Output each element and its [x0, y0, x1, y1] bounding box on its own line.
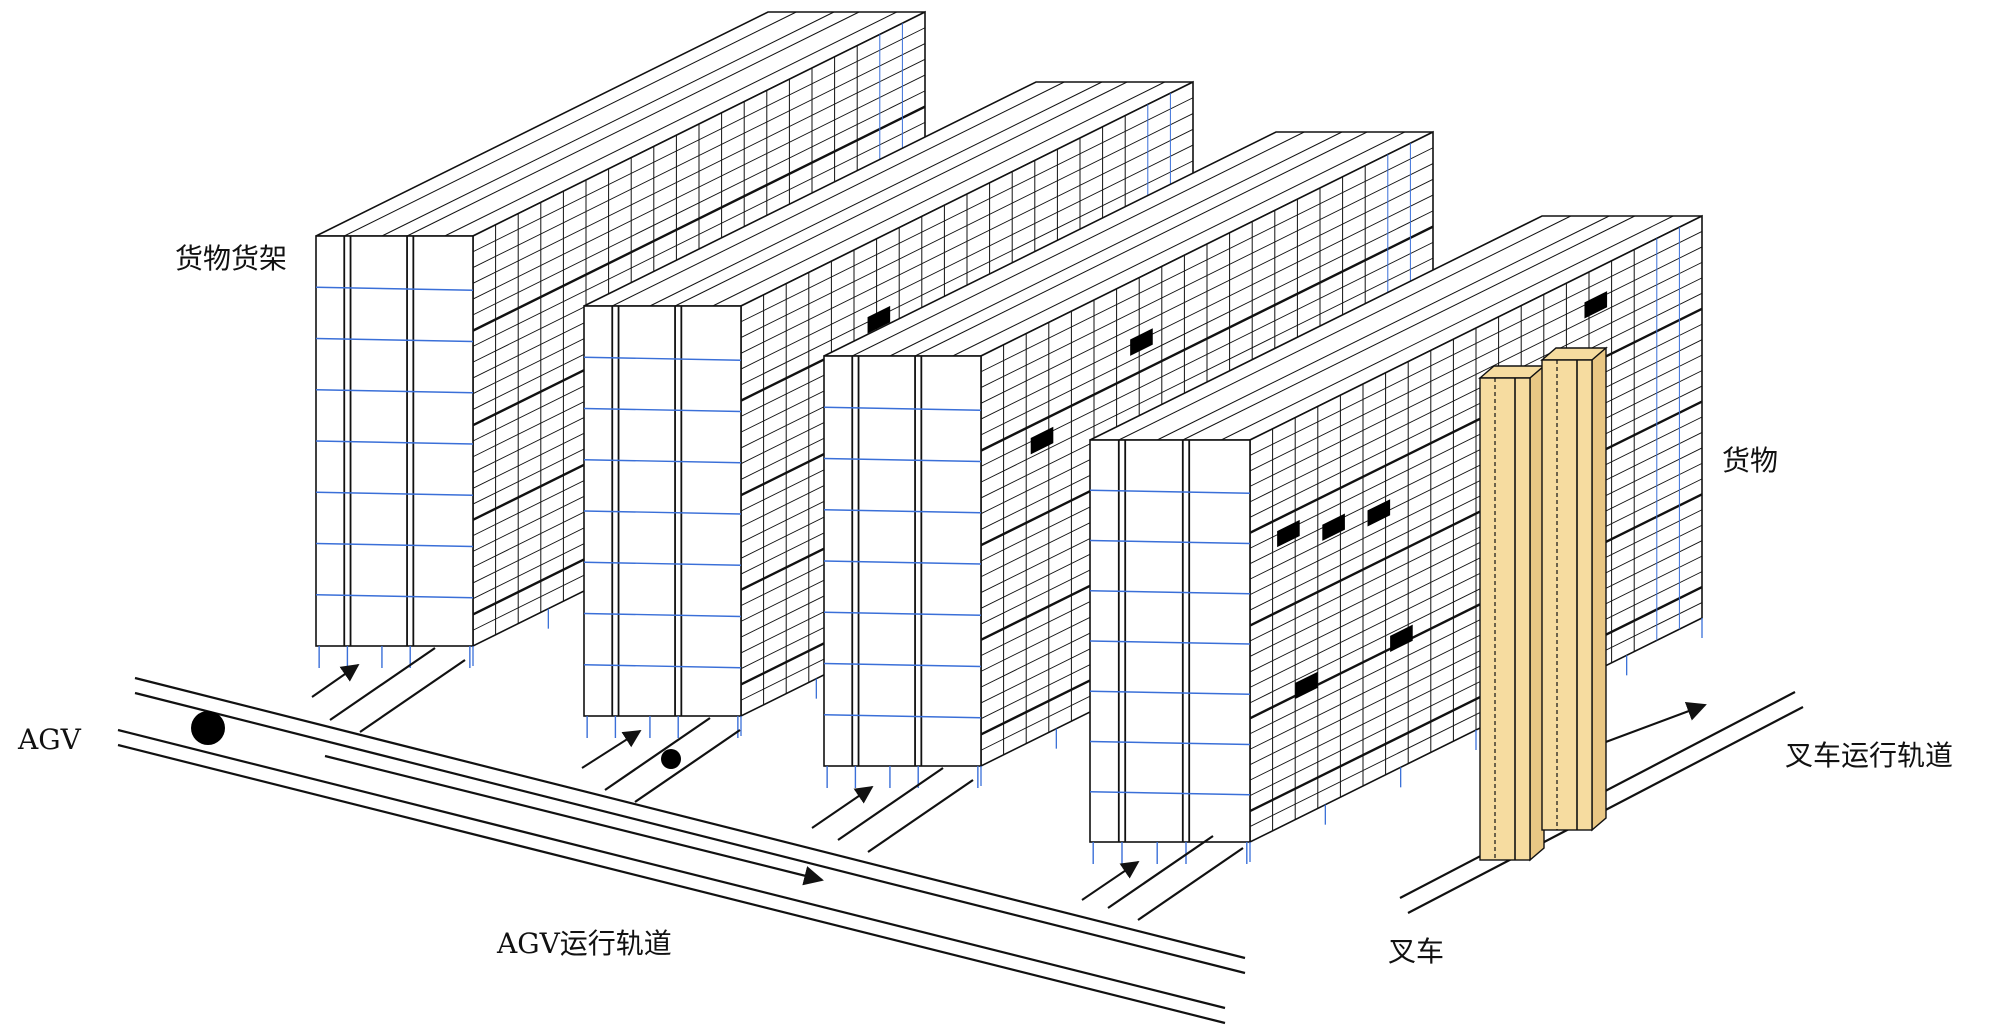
mast-front — [1542, 360, 1592, 830]
mast-front — [1480, 378, 1530, 860]
forklift-label: 叉车 — [1388, 935, 1444, 968]
spur-arrow — [582, 731, 640, 768]
forklift-track-label: 叉车运行轨道 — [1785, 739, 1953, 772]
rack-label: 货物货架 — [175, 242, 287, 275]
agv-track — [118, 678, 1245, 1023]
agv-direction-arrow — [325, 756, 822, 880]
spur-line — [868, 780, 973, 852]
forklift-mast — [1542, 348, 1606, 830]
cargo-label: 货物 — [1722, 444, 1778, 477]
mast-side — [1592, 348, 1606, 830]
spur-rail — [312, 648, 465, 732]
spur-line — [605, 718, 710, 790]
agv-vehicle — [191, 711, 225, 745]
spur-line — [635, 730, 740, 802]
forklift-direction-arrow — [1595, 705, 1705, 746]
agv-vehicle-small — [661, 749, 681, 769]
forklift-mast — [1480, 366, 1544, 860]
spur-rail — [812, 768, 973, 852]
spur-line — [360, 660, 465, 732]
spur-rail — [1082, 836, 1243, 920]
spur-arrow — [312, 665, 358, 697]
spur-rail — [582, 718, 740, 802]
forklift-group — [1480, 348, 1606, 860]
agv-label: AGV — [17, 723, 82, 756]
spur-line — [1138, 848, 1243, 920]
agv-track-label: AGV运行轨道 — [496, 927, 672, 960]
